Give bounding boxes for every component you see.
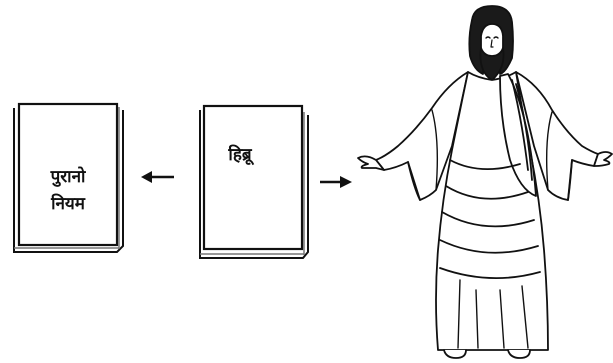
arrow-left	[141, 171, 174, 183]
middle-book-title: हिब्रू	[227, 144, 254, 166]
figure-right-foot	[507, 349, 531, 359]
figure-left-sleeve	[375, 71, 469, 201]
middle-book-cover	[202, 104, 304, 251]
figure-left-foot	[443, 349, 467, 359]
left-book-cover	[17, 102, 119, 247]
left-book-title-line2: नियम	[50, 193, 86, 214]
arrow-right	[320, 176, 352, 188]
figure-left-hand	[357, 155, 385, 171]
figure-right-hand	[593, 151, 613, 167]
figure-right-sleeve	[515, 71, 599, 201]
figure-beard	[479, 47, 505, 81]
left-book: पुरानो नियम	[13, 102, 124, 253]
robed-figure-icon	[357, 5, 613, 359]
left-book-title-line1: पुरानो	[50, 166, 86, 187]
middle-book: हिब्रू	[199, 104, 309, 259]
